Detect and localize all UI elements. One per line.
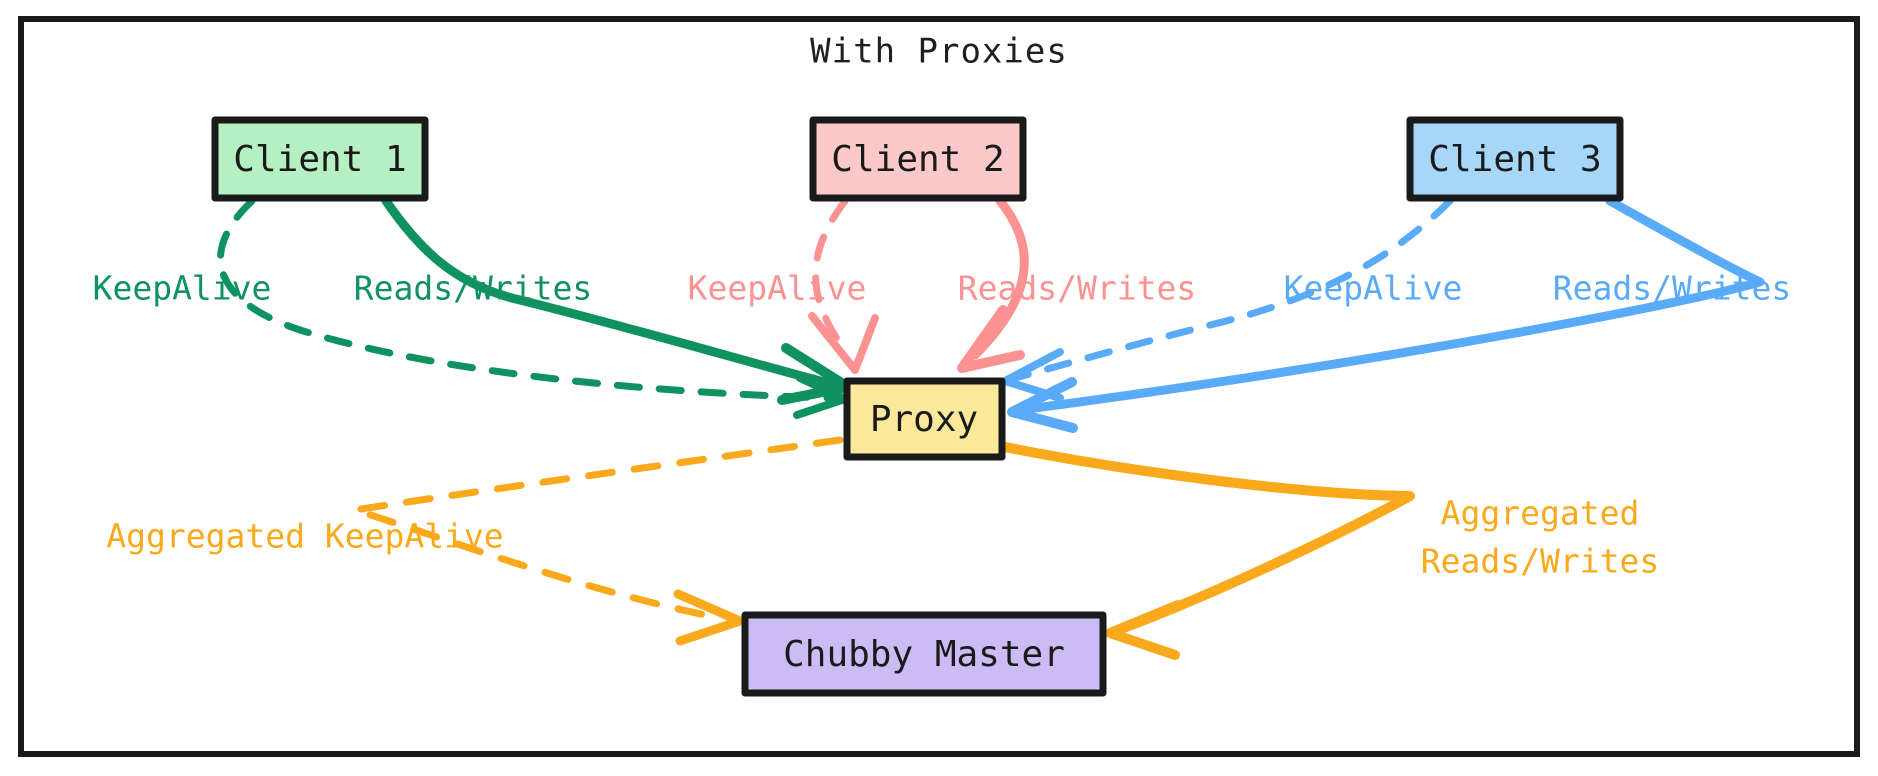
edge-client3-keepalive-path [1011,197,1454,382]
edge-proxy-aggregated-keepalive-path [351,436,844,622]
edge-label-client2-readswrites: Reads/Writes [958,269,1196,308]
edge-client2-keepalive-path [812,197,849,354]
edge-proxy-aggregated-readswrites-path [1000,442,1415,635]
edge-client2-readswrites [957,196,1029,373]
edge-proxy-aggregated-readswrites-arrowhead [1105,600,1183,660]
edge-label-client3-readswrites: Reads/Writes [1553,269,1791,308]
node-client-3-box[interactable] [1406,116,1624,202]
edge-label-aggregated-readswrites-line1: Aggregated [1441,494,1640,533]
node-proxy-label: Proxy [870,399,978,440]
edge-client2-readswrites-path [970,196,1029,360]
edge-proxy-aggregated-keepalive [351,436,844,646]
edge-proxy-aggregated-keepalive-arrowhead [673,589,745,646]
node-client-1-box[interactable] [211,116,429,202]
edge-label-client2-keepalive: KeepAlive [688,269,867,308]
edge-client2-readswrites-arrowhead [957,305,1025,373]
node-client-2-box[interactable] [809,116,1027,202]
edge-label-client1-keepalive: KeepAlive [93,269,272,308]
node-client-2[interactable]: Client 2 [809,116,1027,202]
diagram-title: With Proxies [810,32,1068,72]
diagram-frame [18,16,1860,757]
node-proxy[interactable]: Proxy [843,377,1006,461]
node-client-2-label: Client 2 [831,139,1004,180]
edge-client1-keepalive-path [217,197,836,402]
node-chubby-master-label: Chubby Master [783,634,1065,675]
node-proxy-box[interactable] [843,377,1006,461]
node-chubby-master[interactable]: Chubby Master [741,611,1107,697]
edge-client1-keepalive [217,197,849,419]
edge-client3-readswrites-path [1015,196,1765,415]
edge-client3-readswrites [1007,196,1765,433]
edge-client2-keepalive-arrowhead [808,312,879,374]
node-chubby-master-box[interactable] [741,611,1107,697]
edge-client3-readswrites-arrowhead [1007,377,1078,433]
node-client-1-label: Client 1 [233,139,406,180]
edge-client2-keepalive [808,197,879,374]
node-client-3-label: Client 3 [1428,139,1601,180]
edge-label-client1-readswrites: Reads/Writes [354,269,592,308]
node-client-1[interactable]: Client 1 [211,116,429,202]
edge-label-client3-keepalive: KeepAlive [1284,269,1463,308]
edge-label-aggregated-keepalive: Aggregated KeepAlive [106,517,503,556]
node-client-3[interactable]: Client 3 [1406,116,1624,202]
edge-proxy-aggregated-readswrites [1000,442,1415,660]
edge-client1-readswrites-path [381,196,840,390]
edge-label-aggregated-readswrites-line2: Reads/Writes [1421,542,1659,581]
